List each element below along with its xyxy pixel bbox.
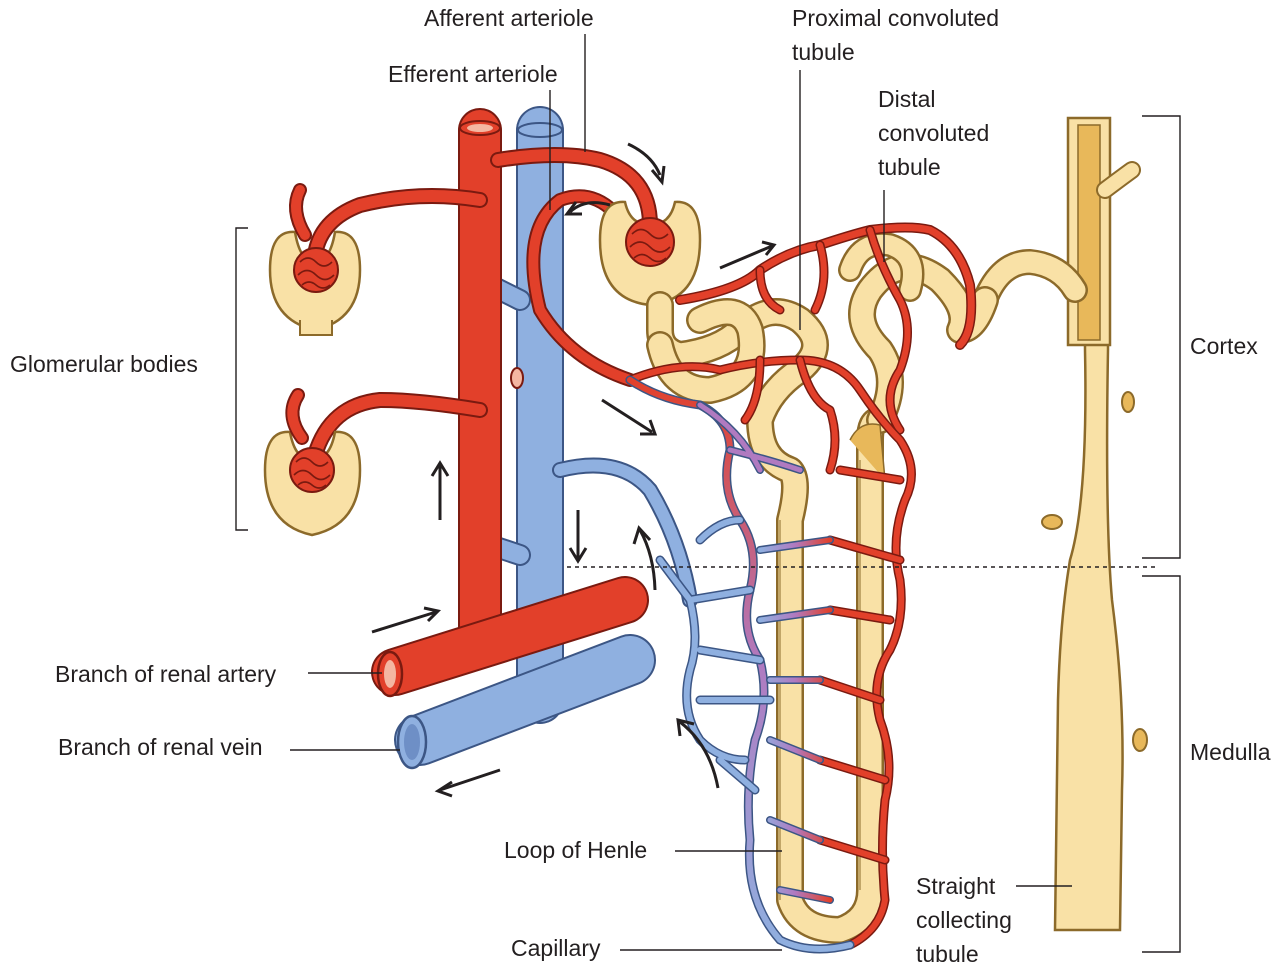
arrow-loop-up (679, 720, 720, 789)
capillary-network (625, 222, 977, 954)
arrow-renal-vein-out (439, 768, 501, 792)
medulla-bracket (1142, 575, 1181, 953)
arrow-vein-curve (638, 529, 657, 591)
renal-artery-vessel (307, 108, 658, 698)
arrow-renal-artery-in (371, 610, 437, 634)
glomerulus-left-lower (263, 388, 362, 537)
label-capillary: Capillary (511, 935, 601, 961)
label-proximal-line1: Proximal convoluted (792, 5, 999, 31)
label-distal-line3: tubule (878, 154, 941, 180)
label-straight-line2: collecting (916, 907, 1012, 933)
glomerular-bracket (235, 227, 248, 531)
label-straight-line1: Straight (916, 873, 996, 899)
label-afferent-arteriole: Afferent arteriole (424, 5, 594, 31)
label-renal-artery: Branch of renal artery (55, 661, 277, 687)
nephron-tubule (646, 232, 999, 944)
label-loop-of-henle: Loop of Henle (504, 837, 647, 863)
label-cortex: Cortex (1190, 333, 1258, 359)
cortical-vein-branch (552, 457, 698, 608)
label-efferent-arteriole: Efferent arteriole (388, 61, 558, 87)
label-straight-line3: tubule (916, 941, 979, 967)
arrow-efferent (568, 201, 611, 214)
arrow-to-capillary (601, 398, 653, 434)
label-medulla: Medulla (1190, 739, 1271, 765)
label-renal-vein: Branch of renal vein (58, 734, 263, 760)
straight-collecting-tubule (972, 116, 1148, 932)
label-distal-line2: convoluted (878, 120, 989, 146)
glomerulus-left-upper (268, 183, 362, 336)
cortex-bracket (1142, 115, 1181, 559)
glomerulus-main (598, 200, 702, 307)
label-distal-line1: Distal (878, 86, 936, 112)
label-proximal-line2: tubule (792, 39, 855, 65)
arrow-afferent (627, 142, 662, 176)
flow-arrows (371, 142, 777, 798)
label-glomerular-bodies: Glomerular bodies (10, 351, 198, 377)
arrow-cortex-top (719, 244, 773, 270)
